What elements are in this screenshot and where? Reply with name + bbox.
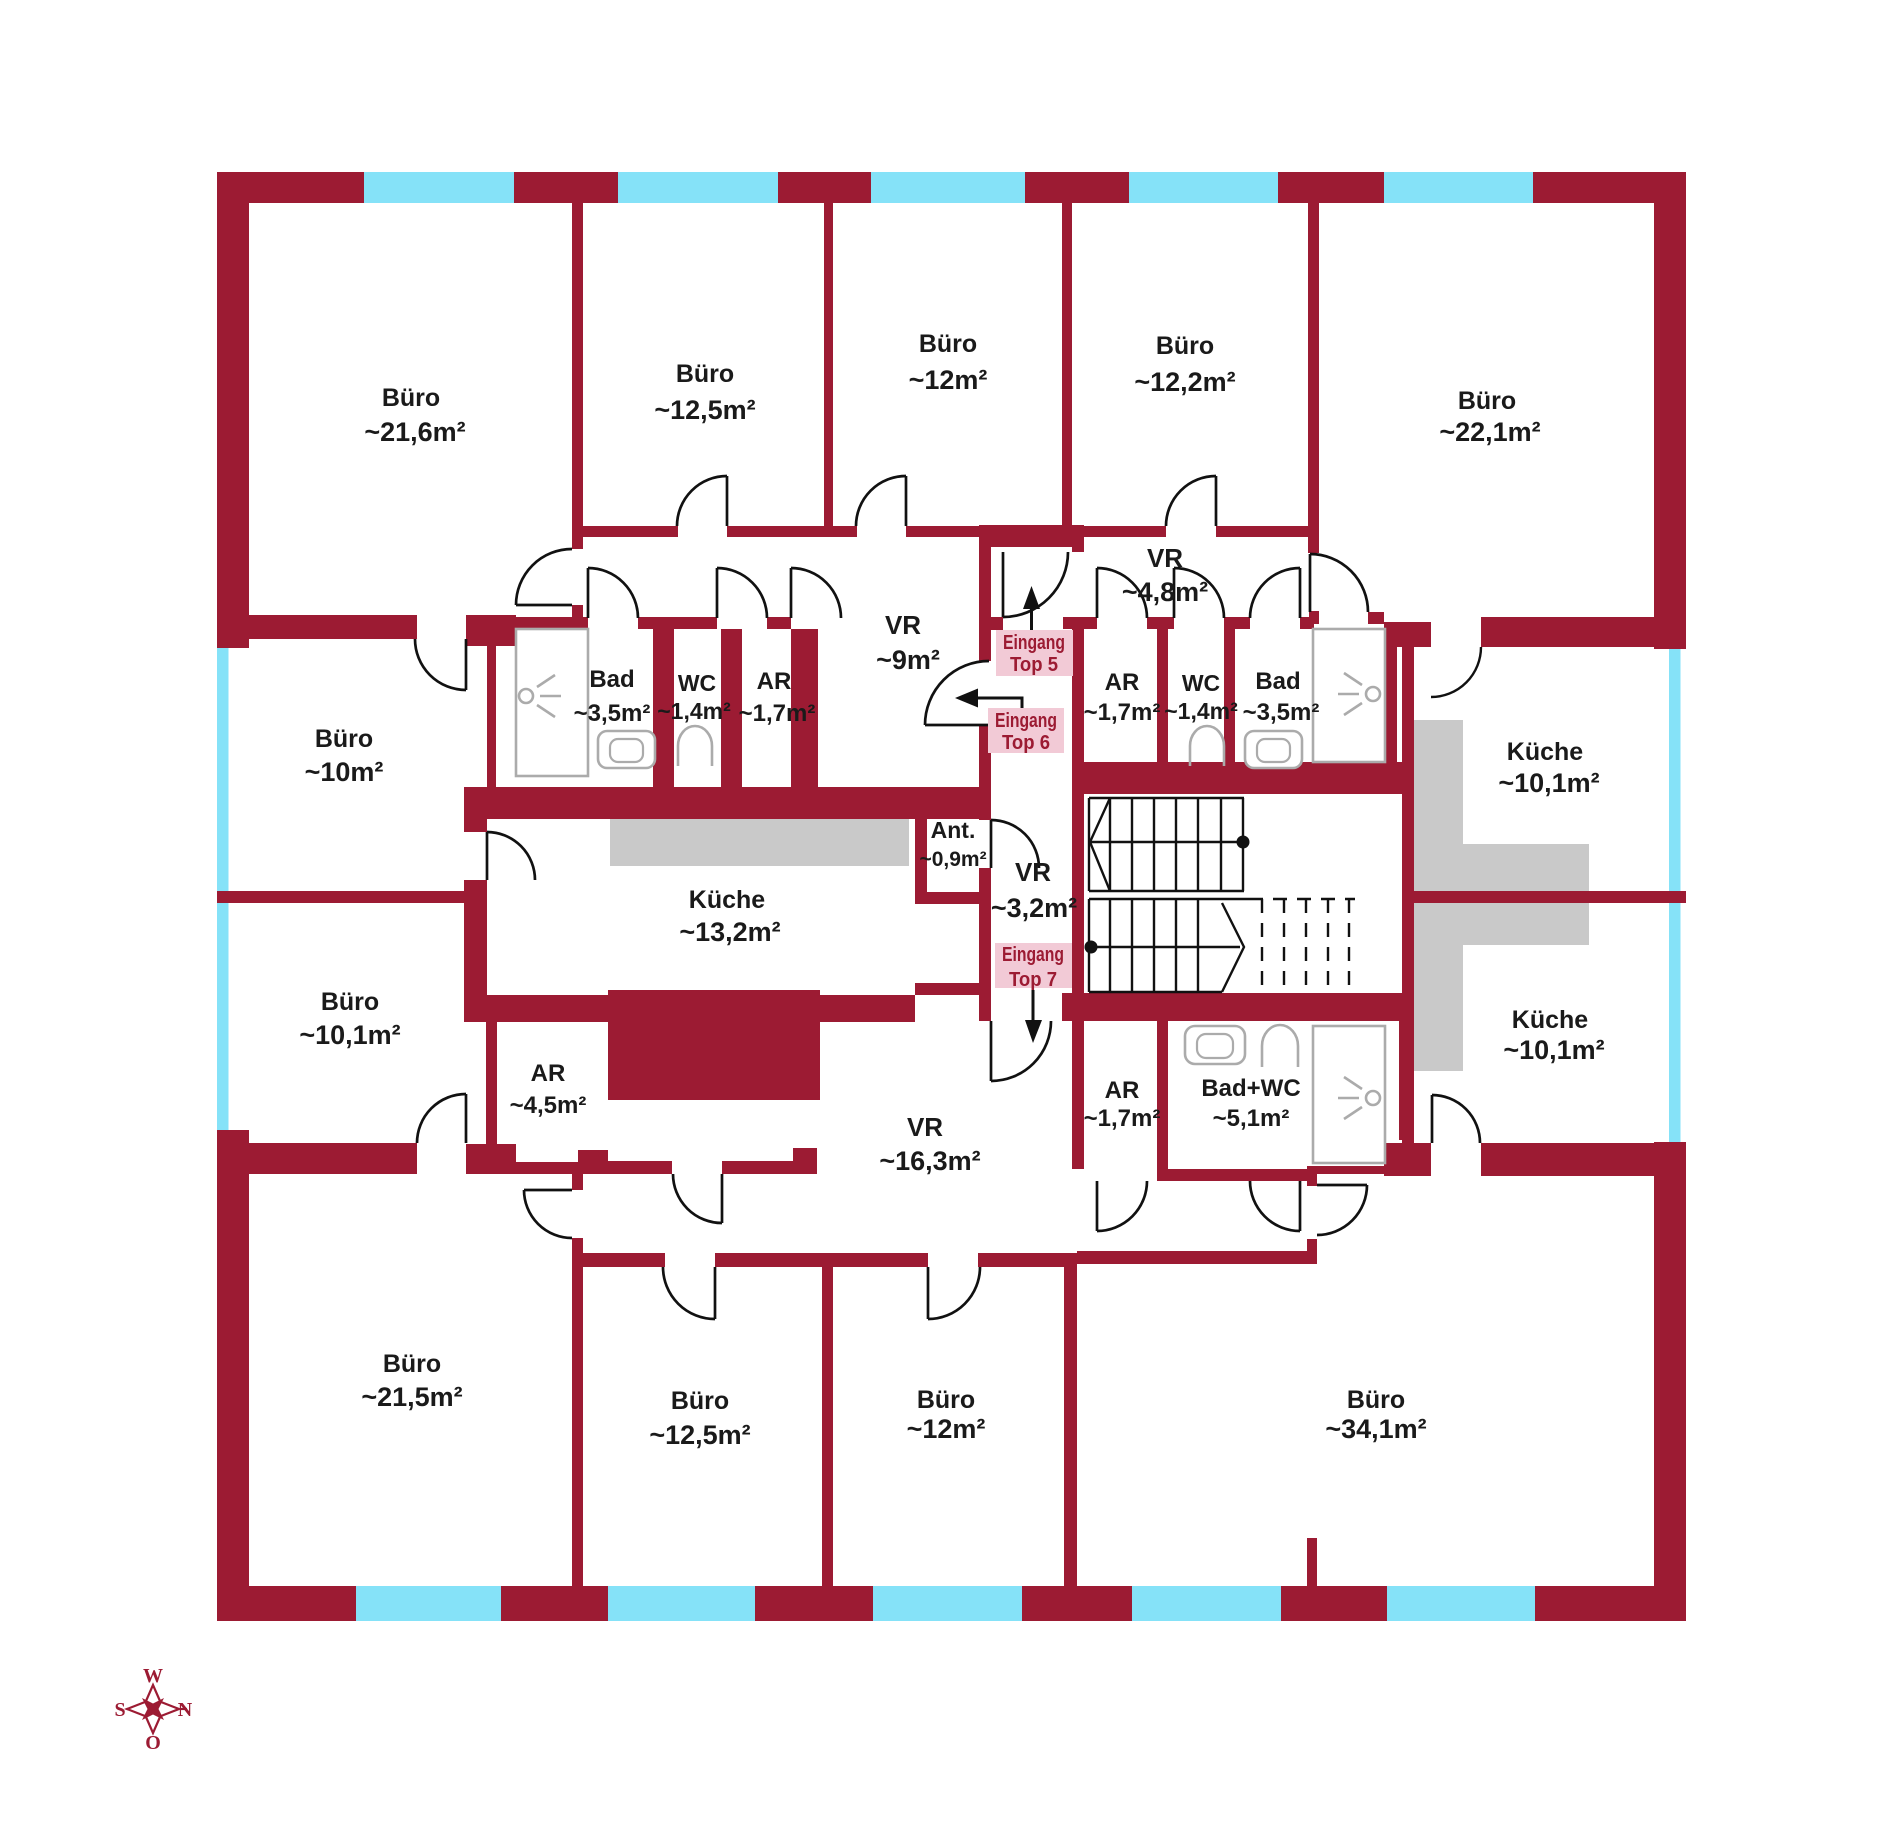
svg-text:AR: AR — [1105, 669, 1140, 696]
svg-text:Eingang: Eingang — [1003, 632, 1065, 654]
svg-text:W: W — [143, 1665, 163, 1687]
svg-text:~12,2m²: ~12,2m² — [1134, 367, 1235, 397]
svg-text:Bad: Bad — [1255, 668, 1300, 695]
svg-text:~5,1m²: ~5,1m² — [1213, 1105, 1290, 1132]
svg-text:AR: AR — [757, 668, 792, 695]
svg-text:Büro: Büro — [676, 360, 734, 388]
svg-text:~10,1m²: ~10,1m² — [299, 1020, 400, 1050]
svg-text:Top 7: Top 7 — [1009, 969, 1057, 991]
svg-text:~22,1m²: ~22,1m² — [1439, 417, 1540, 447]
svg-text:~12,5m²: ~12,5m² — [654, 395, 755, 425]
svg-text:Büro: Büro — [1156, 332, 1214, 360]
svg-text:~9m²: ~9m² — [876, 645, 940, 675]
svg-text:WC: WC — [678, 670, 716, 696]
svg-text:Büro: Büro — [382, 384, 440, 412]
svg-text:~12,5m²: ~12,5m² — [649, 1420, 750, 1450]
svg-text:~3,2m²: ~3,2m² — [991, 893, 1077, 923]
svg-text:~4,8m²: ~4,8m² — [1122, 577, 1208, 607]
svg-text:S: S — [114, 1699, 125, 1721]
svg-text:~3,5m²: ~3,5m² — [1243, 699, 1320, 726]
svg-text:~1,4m²: ~1,4m² — [657, 698, 731, 724]
svg-text:~16,3m²: ~16,3m² — [879, 1146, 980, 1176]
svg-text:~21,5m²: ~21,5m² — [361, 1382, 462, 1412]
svg-text:~4,5m²: ~4,5m² — [510, 1092, 587, 1119]
svg-text:Büro: Büro — [315, 725, 373, 753]
svg-text:VR: VR — [907, 1112, 943, 1142]
svg-text:~1,4m²: ~1,4m² — [1164, 698, 1238, 724]
svg-text:Büro: Büro — [1347, 1386, 1405, 1414]
svg-text:Büro: Büro — [383, 1350, 441, 1378]
svg-text:~12m²: ~12m² — [907, 1414, 986, 1444]
svg-text:Büro: Büro — [671, 1387, 729, 1415]
svg-text:~21,6m²: ~21,6m² — [364, 417, 465, 447]
svg-text:~13,2m²: ~13,2m² — [679, 917, 780, 947]
svg-text:AR: AR — [531, 1060, 566, 1087]
svg-text:Küche: Küche — [689, 886, 766, 914]
svg-text:N: N — [178, 1699, 193, 1721]
svg-text:~10,1m²: ~10,1m² — [1498, 768, 1599, 798]
svg-text:Büro: Büro — [917, 1386, 975, 1414]
svg-text:Eingang: Eingang — [1002, 944, 1064, 966]
svg-text:~12m²: ~12m² — [909, 365, 988, 395]
svg-text:VR: VR — [1015, 857, 1051, 887]
svg-text:Küche: Küche — [1507, 738, 1584, 766]
svg-text:~10m²: ~10m² — [305, 757, 384, 787]
svg-text:VR: VR — [1147, 543, 1183, 573]
svg-text:VR: VR — [885, 610, 921, 640]
svg-text:Küche: Küche — [1512, 1006, 1589, 1034]
svg-text:Top 5: Top 5 — [1010, 654, 1058, 676]
svg-text:~1,7m²: ~1,7m² — [1084, 699, 1161, 726]
svg-text:Top 6: Top 6 — [1002, 732, 1050, 754]
svg-text:~1,7m²: ~1,7m² — [739, 700, 816, 727]
svg-text:~34,1m²: ~34,1m² — [1325, 1414, 1426, 1444]
svg-text:~1,7m²: ~1,7m² — [1084, 1105, 1161, 1132]
svg-text:Bad+WC: Bad+WC — [1201, 1075, 1300, 1102]
svg-text:Büro: Büro — [919, 330, 977, 358]
svg-text:Ant.: Ant. — [931, 817, 976, 843]
svg-text:~3,5m²: ~3,5m² — [574, 700, 651, 727]
svg-text:Büro: Büro — [321, 988, 379, 1016]
svg-text:Eingang: Eingang — [995, 710, 1057, 732]
svg-text:~10,1m²: ~10,1m² — [1503, 1035, 1604, 1065]
svg-text:AR: AR — [1105, 1077, 1140, 1104]
svg-text:WC: WC — [1182, 670, 1220, 696]
svg-text:Büro: Büro — [1458, 387, 1516, 415]
svg-text:~0,9m²: ~0,9m² — [919, 848, 986, 871]
svg-text:O: O — [145, 1732, 161, 1754]
svg-text:Bad: Bad — [589, 666, 634, 693]
